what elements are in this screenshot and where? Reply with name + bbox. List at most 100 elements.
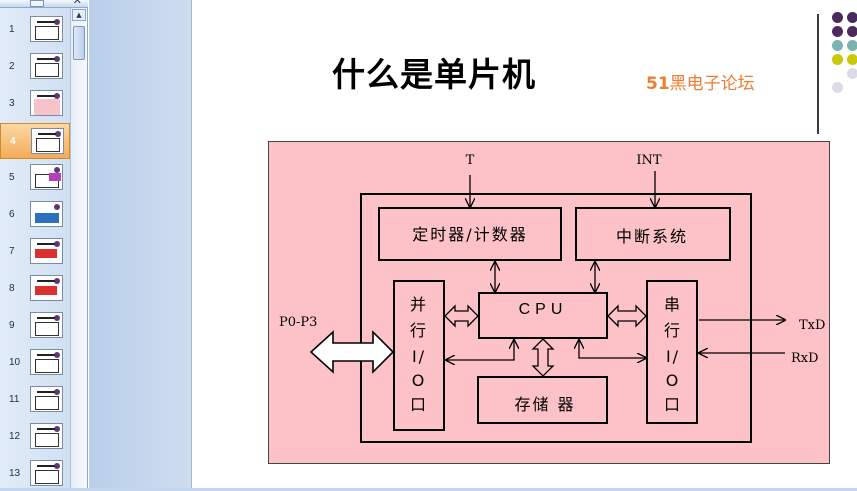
slide-thumbnail-8[interactable]: 8 (0, 271, 70, 307)
slide-thumbnail-number: 3 (9, 98, 15, 109)
io-label-char: 口 (664, 395, 682, 414)
io-label-char: 并 (410, 295, 428, 314)
interrupt-block (575, 207, 731, 261)
slide-thumbnail-12[interactable]: 12 (0, 419, 70, 455)
pane-header: ✕ (0, 0, 88, 8)
slide-thumbnail-6[interactable]: 6 (0, 197, 70, 233)
slide-thumbnail-preview[interactable] (30, 164, 63, 190)
int-label: INT (636, 153, 662, 168)
io-label-char: I/ (412, 347, 426, 366)
scroll-thumb[interactable] (73, 26, 85, 60)
pio-cpu-bus-arrow (444, 304, 479, 328)
mcu-block-diagram[interactable]: T INT 定时器/计数器 中断系统 CPU 存储 器 P0-P3 TxD Rx… (268, 141, 830, 464)
slide-thumbnail-number: 13 (9, 468, 21, 479)
decorative-dot (847, 40, 857, 51)
chip-boundary (360, 193, 752, 443)
forum-text: 黑电子论坛 (669, 74, 755, 94)
io-label-char: I/ (666, 347, 680, 366)
slide-thumbnail-7[interactable]: 7 (0, 234, 70, 270)
decorative-dot (847, 12, 857, 23)
slide-thumbnail-number: 1 (9, 24, 15, 35)
slide-thumbnail-number: 2 (9, 61, 15, 72)
close-pane-icon[interactable]: ✕ (72, 0, 82, 7)
slide-thumbnail-number: 9 (9, 320, 15, 331)
slide-thumbnail-preview[interactable] (30, 349, 63, 375)
decorative-dot (832, 26, 843, 37)
slide-thumbnail-preview[interactable] (30, 275, 63, 301)
timer-label: 定时器/计数器 (412, 225, 527, 244)
slide-thumbnail-preview[interactable] (30, 238, 63, 264)
slide-thumbnail-preview[interactable] (31, 128, 64, 154)
decorative-dot (832, 54, 843, 65)
timer-block (378, 207, 562, 261)
slide-canvas[interactable]: 什么是单片机 51黑电子论坛 (191, 0, 857, 491)
slide-thumbnail-3[interactable]: 3 (0, 86, 70, 122)
slide-thumbnail-preview[interactable] (30, 201, 63, 227)
slide-thumbnail-5[interactable]: 5 (0, 160, 70, 196)
slide-thumbnail-1[interactable]: 1 (0, 12, 70, 48)
slide-thumbnail-9[interactable]: 9 (0, 308, 70, 344)
txd-label: TxD (799, 318, 825, 333)
decorative-dot (847, 68, 857, 79)
decorative-dot (847, 54, 857, 65)
slide-thumbnail-13[interactable]: 13 (0, 456, 70, 491)
io-label-char: 口 (410, 395, 428, 414)
slide-thumbnail-11[interactable]: 11 (0, 382, 70, 418)
interrupt-label: 中断系统 (616, 227, 688, 246)
slide-thumbnail-preview[interactable] (30, 386, 63, 412)
slide-thumbnail-number: 6 (9, 209, 15, 220)
slide-thumbnail-number: 12 (9, 431, 21, 442)
rxd-label: RxD (791, 351, 819, 366)
decorative-dot (832, 40, 843, 51)
memory-label: 存储 器 (514, 395, 575, 414)
decorative-dot (832, 12, 843, 23)
slide-thumbnail-preview[interactable] (30, 53, 63, 79)
slides-tab[interactable] (30, 0, 44, 7)
serial-io-block (646, 280, 698, 424)
t-label: T (466, 153, 475, 168)
io-label-char: O (666, 371, 681, 390)
slide-thumbnail-number: 11 (9, 394, 20, 405)
slide-thumbnail-number: 8 (9, 283, 15, 294)
io-label-char: 串 (664, 295, 682, 314)
slide-thumbnail-2[interactable]: 2 (0, 49, 70, 85)
forum-label[interactable]: 51黑电子论坛 (646, 69, 755, 94)
slide-title[interactable]: 什么是单片机 (332, 55, 536, 94)
io-label-char: O (412, 371, 427, 390)
slide-thumbnail-10[interactable]: 10 (0, 345, 70, 381)
slide-thumbnail-preview[interactable] (30, 16, 63, 42)
slide-thumbnail-number: 4 (10, 136, 16, 147)
memory-block (477, 376, 608, 424)
serial-io-label: 串行 I/O口 (664, 295, 682, 414)
cpu-label: CPU (519, 301, 568, 318)
cpu-pio-control-line (446, 340, 514, 360)
status-strip (0, 488, 857, 491)
slide-thumbnail-number: 10 (9, 357, 21, 368)
slide-thumbnail-number: 7 (9, 246, 15, 257)
forum-number: 51 (646, 74, 670, 94)
ports-label: P0-P3 (279, 315, 317, 330)
slide-thumbnail-preview[interactable] (30, 460, 63, 486)
io-label-char: 行 (410, 321, 428, 340)
title-divider (817, 14, 819, 134)
cpu-sio-control-line (579, 340, 646, 358)
slide-thumbnail-preview[interactable] (30, 312, 63, 338)
ports-bus-arrow (309, 330, 395, 374)
parallel-io-label: 并行 I/O口 (410, 295, 428, 414)
decorative-dot (832, 82, 843, 93)
editor-workspace-margin (89, 0, 191, 491)
slide-thumbnail-preview[interactable] (30, 423, 63, 449)
slide-thumbnail-preview[interactable] (30, 90, 63, 116)
slide-thumbnail-number: 5 (9, 172, 15, 183)
cpu-sio-bus-arrow (607, 304, 647, 328)
thumbnail-scrollbar[interactable]: ▲ (70, 8, 87, 491)
cpu-memory-bus-arrow (531, 338, 555, 377)
slide-thumbnail-4[interactable]: 4 (0, 123, 70, 159)
scroll-up-icon[interactable]: ▲ (72, 9, 86, 21)
diagram-svg: T INT 定时器/计数器 中断系统 CPU 存储 器 P0-P3 TxD Rx… (279, 153, 825, 443)
decorative-dot (847, 26, 857, 37)
io-label-char: 行 (664, 321, 682, 340)
parallel-io-block (393, 280, 445, 431)
